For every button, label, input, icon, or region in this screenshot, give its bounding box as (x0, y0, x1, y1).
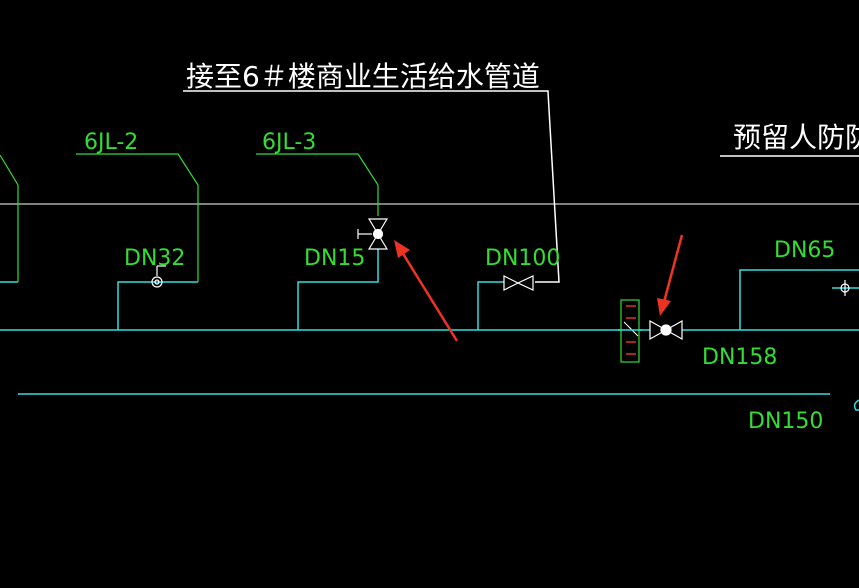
title-leader (183, 90, 560, 283)
main-valve-icon[interactable] (649, 319, 683, 341)
riser-leaders (0, 153, 379, 282)
riser-label-6jl-3: 6JL-3 (262, 130, 316, 155)
gate-valve-dn100-icon[interactable] (503, 275, 534, 291)
red-arrow-2 (657, 234, 684, 316)
size-label-dn100: DN100 (485, 246, 560, 271)
red-arrow-1 (394, 240, 459, 342)
riser-label-6jl-2: 6JL-2 (84, 130, 138, 155)
small-valve-dn65-icon[interactable] (840, 280, 850, 296)
size-label-dn65: DN65 (774, 238, 835, 263)
size-label-dn15: DN15 (304, 246, 365, 271)
meter-symbol-icon[interactable] (151, 265, 166, 288)
main-pipes (0, 246, 859, 411)
right-note-label: 预留人防防护 (733, 121, 859, 154)
size-label-dn158: DN158 (702, 345, 777, 370)
wall-sleeve-symbol (618, 299, 642, 363)
size-label-dn32: DN32 (124, 246, 185, 271)
size-label-dn150: DN150 (748, 409, 823, 434)
title-label: 接至6＃楼商业生活给水管道 (186, 60, 540, 93)
vertical-valve-icon[interactable] (357, 218, 389, 250)
